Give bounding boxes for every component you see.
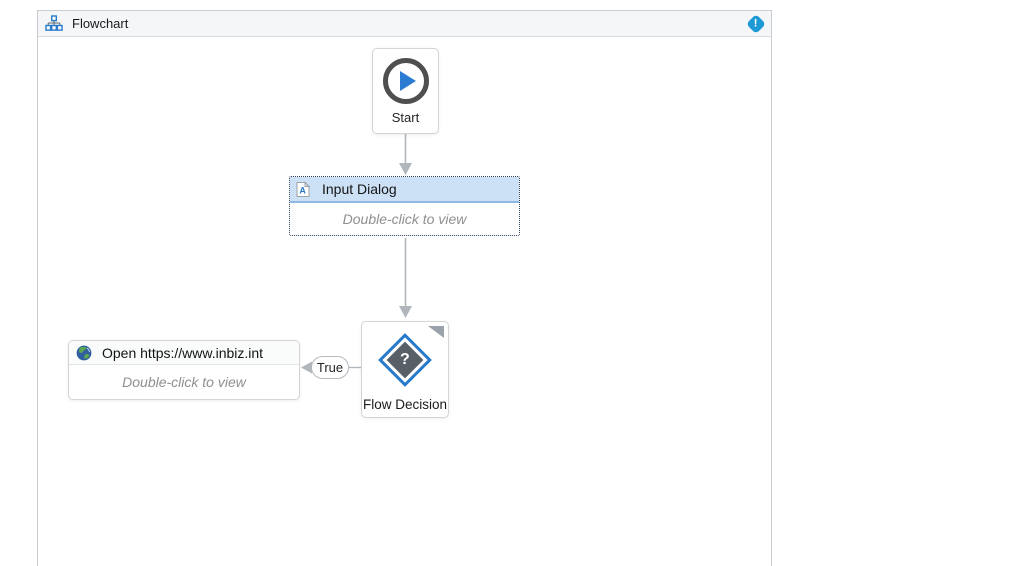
globe-icon <box>76 345 92 360</box>
play-icon <box>382 58 429 104</box>
question-glyph: ? <box>400 351 410 368</box>
document-a-icon: A <box>296 180 310 197</box>
flow-decision-label: Flow Decision <box>362 397 448 412</box>
true-branch-label[interactable]: True <box>311 356 349 379</box>
info-icon[interactable]: ! <box>746 13 766 34</box>
document-a-letter: A <box>299 185 306 195</box>
open-browser-header[interactable]: Open https://www.inbiz.int <box>69 341 299 365</box>
open-browser-title: Open https://www.inbiz.int <box>102 344 264 361</box>
flowchart-icon <box>45 15 63 31</box>
question-diamond-icon: ? <box>378 333 432 387</box>
connector-input-to-decision[interactable] <box>399 238 412 318</box>
node-input-dialog[interactable]: A Input Dialog Double-click to view <box>289 176 520 236</box>
flowchart-panel-header[interactable]: Flowchart ! <box>38 11 771 37</box>
arrowhead-down-icon <box>399 306 412 318</box>
flowchart-canvas[interactable]: Start A Input Dialog Double-click to vie… <box>38 37 771 566</box>
input-dialog-title: Input Dialog <box>322 181 397 197</box>
collapse-corner-icon[interactable] <box>428 326 444 338</box>
connector-start-to-input[interactable] <box>399 134 412 175</box>
arrowhead-down-icon <box>399 163 412 175</box>
open-browser-hint: Double-click to view <box>122 374 246 390</box>
info-icon-glyph: ! <box>754 16 758 29</box>
node-flow-decision[interactable]: ? Flow Decision <box>361 321 449 418</box>
flowchart-panel: Flowchart ! <box>37 10 772 566</box>
input-dialog-header[interactable]: A Input Dialog <box>290 177 519 203</box>
node-open-browser[interactable]: Open https://www.inbiz.int Double-click … <box>68 340 300 400</box>
panel-title: Flowchart <box>72 16 129 31</box>
start-label: Start <box>391 110 420 125</box>
input-dialog-hint: Double-click to view <box>342 210 467 227</box>
node-start[interactable]: Start <box>372 48 439 134</box>
